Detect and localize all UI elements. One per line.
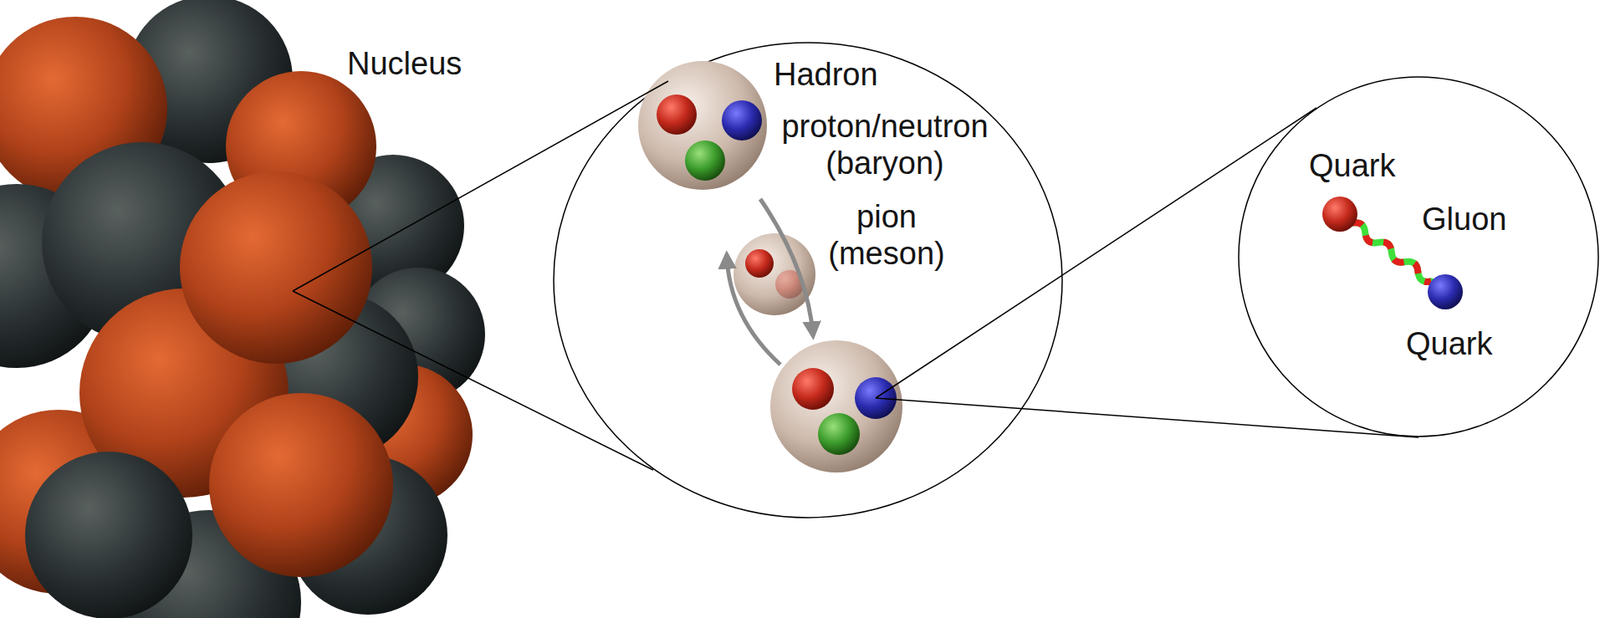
text-slot: proton/neutron (baryon) xyxy=(776,108,994,182)
quark-ball xyxy=(817,413,860,455)
particle-label: Quark xyxy=(1405,326,1493,363)
zoom-line xyxy=(875,107,1317,399)
baryon-sphere xyxy=(770,340,903,473)
quark-ball xyxy=(745,249,774,278)
node-shape xyxy=(0,33,502,618)
node-shape xyxy=(733,233,816,316)
gluon-wave xyxy=(1349,219,1434,286)
quark-ball xyxy=(656,94,697,135)
zoom-circle xyxy=(553,42,1063,518)
quark-ball xyxy=(1427,274,1463,310)
node-shape xyxy=(638,61,767,190)
baryon-sphere xyxy=(770,340,903,473)
text-slot: Quark xyxy=(1308,148,1427,185)
gluon-wave xyxy=(1349,219,1434,286)
node-label: pion (meson) xyxy=(823,199,950,272)
zoom-line xyxy=(875,398,1419,438)
zoom-line xyxy=(292,291,654,471)
text-slot: pion (meson) xyxy=(823,199,950,272)
hadron-circle: proton/neutron (baryon) pion (meson) Hadro… xyxy=(552,41,1064,519)
gluon-wave xyxy=(1349,219,1434,286)
nucleus-cluster: Nucleus xyxy=(0,33,502,618)
zoom-line xyxy=(292,81,669,292)
node-label: Hadron xyxy=(773,56,879,94)
node-shape xyxy=(1237,76,1600,438)
nucleon-sphere xyxy=(179,171,373,364)
particle-label: Quark xyxy=(1308,148,1396,185)
text-slot: Gluon xyxy=(1421,201,1539,239)
text-slot: Nucleus xyxy=(347,46,515,83)
node-label: Nucleus xyxy=(347,46,462,83)
nucleon-sphere xyxy=(209,393,394,578)
pion-sphere: pion (meson) xyxy=(733,233,816,316)
quark-ball xyxy=(1322,196,1358,232)
zoom-circle xyxy=(1238,76,1599,437)
nucleon-sphere xyxy=(25,451,193,618)
text-slot: Hadron xyxy=(773,56,916,94)
hadron-sphere xyxy=(733,233,816,316)
exchange-arrow xyxy=(760,199,813,335)
quark-ball xyxy=(792,368,834,410)
particle-label: Gluon xyxy=(1421,201,1507,239)
text-slot: Quark xyxy=(1405,326,1524,363)
hadron-sphere xyxy=(638,61,767,190)
quark-ball xyxy=(721,100,762,141)
exchange-arrow xyxy=(726,255,781,365)
node-label: proton/neutron (baryon) xyxy=(776,108,994,182)
quark-circle: QuarkGluonQuark xyxy=(1237,76,1600,438)
quark-ball xyxy=(684,140,726,181)
baryon-sphere: proton/neutron (baryon) xyxy=(638,61,767,190)
